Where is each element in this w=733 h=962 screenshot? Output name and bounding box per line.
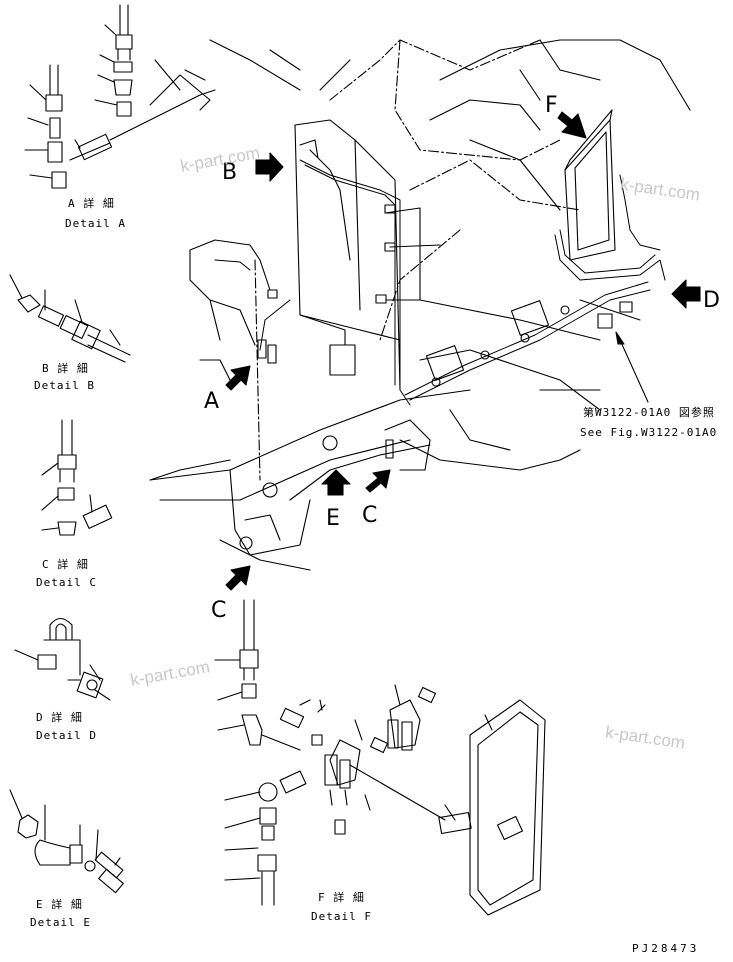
arrow-d: [671, 279, 701, 309]
detail-a-drawing: [24, 4, 216, 189]
reference-en: See Fig.W3122-01A0: [580, 426, 718, 439]
detail-e-label-jp: E 詳 細: [36, 898, 83, 911]
arrow-e: [321, 469, 351, 496]
view-letter-f: F: [545, 93, 558, 118]
detail-a-label-jp: A 詳 細: [68, 197, 115, 210]
view-letter-d: D: [703, 288, 720, 313]
detail-e-label-en: Detail E: [30, 916, 91, 929]
detail-d-drawing: [14, 617, 111, 701]
arrow-f: [557, 111, 587, 139]
reference-leader: [597, 301, 649, 403]
detail-a-label-en: Detail A: [65, 217, 126, 230]
arrow-a: [225, 365, 251, 391]
view-letter-c: C: [362, 503, 378, 528]
detail-c-label-en: Detail C: [36, 576, 97, 589]
view-letter-c2: C: [211, 598, 227, 623]
drawing-code: PJ28473: [632, 942, 700, 955]
view-arrows: [225, 111, 701, 591]
detail-c-label-jp: C 詳 細: [42, 558, 89, 571]
hose-routing: [259, 159, 666, 406]
detail-d-label-jp: D 詳 細: [36, 711, 83, 724]
detail-b-drawing: [9, 274, 131, 363]
detail-d-label-en: Detail D: [36, 729, 97, 742]
detail-c-drawing: [41, 419, 113, 536]
detail-b-label-en: Detail B: [34, 379, 95, 392]
panel-f: [564, 109, 616, 261]
detail-c2-drawing: [214, 599, 326, 906]
detail-f-label-en: Detail F: [311, 910, 372, 923]
view-letter-e: E: [326, 506, 340, 531]
detail-f-label-jp: F 詳 細: [318, 891, 365, 904]
view-letter-a: A: [204, 389, 220, 414]
view-letter-b: B: [222, 160, 238, 185]
reference-jp: 第W3122-01A0 図参照: [583, 406, 715, 419]
detail-e-drawing: [9, 789, 124, 894]
arrow-c: [365, 469, 391, 493]
arrow-c2: [225, 565, 251, 591]
center-fittings: [239, 139, 394, 550]
detail-f-drawing: [319, 684, 546, 916]
detail-b-label-jp: B 詳 細: [42, 362, 89, 375]
hose-clips: [267, 204, 570, 387]
arrow-b: [255, 152, 284, 182]
machine-frame: [149, 39, 691, 571]
